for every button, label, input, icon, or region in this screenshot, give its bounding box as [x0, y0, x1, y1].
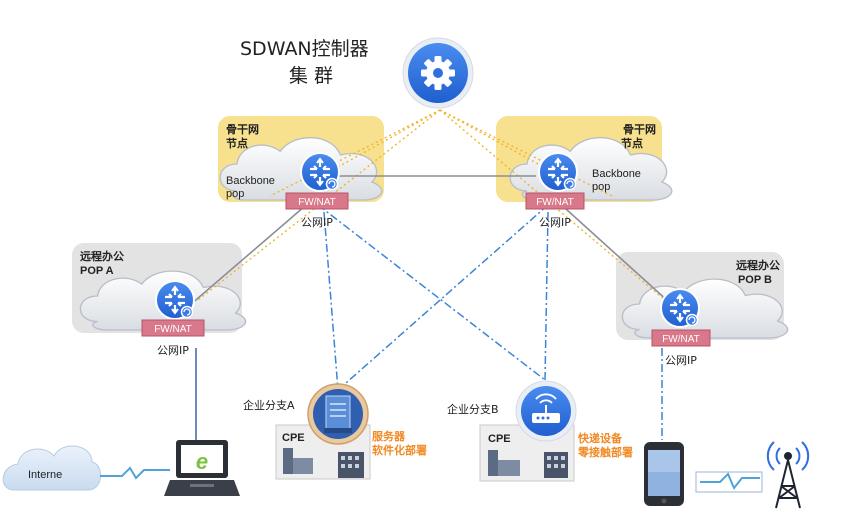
pop-b-label-line1: 远程办公	[736, 258, 780, 272]
internet-cloud	[2, 445, 101, 491]
lightning-link-icon	[100, 466, 170, 480]
router-icon[interactable]	[154, 279, 196, 321]
fw-nat-box	[525, 192, 585, 210]
controller-title-line2: 集 群	[289, 65, 333, 87]
gear-icon[interactable]	[402, 37, 474, 109]
public-ip-label: 公网IP	[301, 216, 333, 229]
public-ip-label: 公网IP	[157, 344, 189, 357]
backbone-links	[189, 175, 681, 313]
backbone-left-pop-line1: Backbone	[226, 175, 275, 187]
pop-b-label-line2: POP B	[738, 274, 772, 286]
branch-a-note-line1: 服务器	[372, 429, 406, 443]
controller-title-line1: SDWAN控制器	[240, 38, 369, 60]
server-icon[interactable]	[307, 383, 369, 445]
pop-a-label-line1: 远程办公	[80, 249, 124, 263]
fw-nat-label: FW/NAT	[298, 197, 336, 208]
fw-nat-box	[651, 329, 711, 347]
internet-label: Interne	[28, 469, 62, 481]
fw-nat-label: FW/NAT	[662, 334, 700, 345]
backbone-right-pop-line2: pop	[592, 181, 610, 193]
pop-a-label-line2: POP A	[80, 265, 114, 277]
fw-nat-box	[141, 319, 205, 337]
lightning-link-icon	[695, 471, 763, 493]
backbone-left-pop-line2: pop	[226, 188, 244, 200]
router-icon[interactable]	[659, 287, 701, 329]
fw-nat-label: FW/NAT	[536, 197, 574, 208]
fw-nat-label: FW/NAT	[154, 324, 192, 335]
laptop-icon[interactable]: e	[164, 440, 240, 496]
branch-b-note-line1: 快递设备	[577, 431, 623, 445]
backbone-right-label-line1: 骨干网	[623, 123, 656, 136]
branch-a-cpe-label: CPE	[282, 432, 305, 444]
branch-b-note-line2: 零接触部署	[577, 445, 633, 459]
branch-b-label: 企业分支B	[447, 402, 499, 416]
router-icon[interactable]	[299, 151, 341, 193]
public-ip-label: 公网IP	[665, 354, 697, 367]
branch-a-note-line2: 软件化部署	[372, 443, 427, 457]
branch-a-label: 企业分支A	[243, 398, 295, 412]
fw-nat-box	[285, 192, 349, 210]
cell-tower-icon	[766, 441, 810, 509]
wireless-router-icon[interactable]	[515, 380, 577, 442]
branch-b-cpe-label: CPE	[488, 433, 511, 445]
svg-text:e: e	[196, 449, 208, 474]
backbone-right-label-line2: 节点	[621, 136, 643, 150]
backbone-right-pop-line1: Backbone	[592, 168, 641, 180]
public-ip-label: 公网IP	[539, 216, 571, 229]
building-icon	[488, 450, 568, 478]
backbone-left-label-line1: 骨干网	[226, 123, 259, 136]
backbone-left-label-line2: 节点	[226, 136, 248, 150]
branch-links	[317, 204, 663, 440]
building-icon	[283, 448, 364, 478]
phone-icon[interactable]	[644, 442, 684, 506]
router-icon[interactable]	[537, 151, 579, 193]
